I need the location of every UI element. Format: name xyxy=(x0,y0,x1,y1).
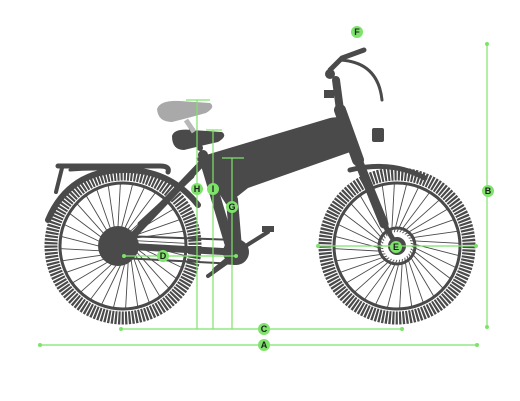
wheel-spoke xyxy=(119,184,133,233)
dimension-badge-g: G xyxy=(226,201,238,213)
dimension-badge-d: D xyxy=(157,250,169,262)
wheel-spoke xyxy=(90,259,121,300)
wheel-spoke xyxy=(399,258,403,308)
label-i: I xyxy=(212,184,215,194)
wheel-spoke xyxy=(135,240,185,244)
wheel-spoke xyxy=(117,184,121,234)
wheel-spoke xyxy=(409,240,459,244)
wheel-spoke xyxy=(402,199,440,234)
wheel-spoke xyxy=(340,255,388,273)
wheel-spoke xyxy=(132,219,180,237)
label-h: H xyxy=(194,184,201,194)
wheel-spoke xyxy=(404,208,448,235)
wheel-spoke xyxy=(354,258,392,293)
main-frame xyxy=(196,117,356,204)
wheel-spoke xyxy=(335,236,384,250)
wheel-spoke xyxy=(346,257,390,284)
dimension-badge-a: A xyxy=(258,339,270,351)
label-b: B xyxy=(485,186,492,196)
wheel-spoke xyxy=(410,242,459,256)
dimension-badge-f: F xyxy=(351,26,363,38)
wheel-spoke xyxy=(409,251,444,289)
wheel-spoke xyxy=(130,257,139,307)
dimension-badge-h: H xyxy=(191,183,203,195)
wheel-spoke xyxy=(107,185,116,235)
wheel-spoke xyxy=(406,219,454,237)
wheel-spoke xyxy=(122,187,145,233)
headlight xyxy=(372,128,384,142)
dimension-badge-e: E xyxy=(390,241,402,253)
wheel-spoke xyxy=(338,224,384,247)
wheel-spoke xyxy=(336,253,386,262)
label-g: G xyxy=(228,202,235,212)
rear-stays xyxy=(119,156,236,256)
handlebar xyxy=(324,47,384,114)
wheel-spoke xyxy=(406,255,424,303)
dimension-lines xyxy=(38,42,489,347)
wheel-spoke xyxy=(136,248,177,279)
label-e: E xyxy=(393,242,399,252)
label-c: C xyxy=(261,324,268,334)
front-fender xyxy=(347,163,428,181)
wheel-spoke xyxy=(393,184,407,233)
saddle xyxy=(172,129,225,150)
wheel-spoke xyxy=(364,259,395,300)
wheel-spoke xyxy=(396,187,419,233)
wheel-spoke xyxy=(408,230,458,239)
wheel-spoke xyxy=(359,195,386,239)
wheel-spoke xyxy=(399,192,430,233)
wheel-spoke xyxy=(135,251,170,289)
dimension-badge-b: B xyxy=(482,185,494,197)
label-f: F xyxy=(354,27,360,37)
bike-silhouette xyxy=(44,47,476,325)
wheel-spoke xyxy=(125,192,156,233)
front-fork xyxy=(334,104,400,249)
wheel-spoke xyxy=(408,253,435,297)
wheel-spoke xyxy=(391,184,395,234)
dimension-badge-i: I xyxy=(207,183,219,195)
label-a: A xyxy=(261,340,268,350)
wheel-spoke xyxy=(404,257,413,307)
wheel-spoke xyxy=(343,213,384,244)
saddle-raised xyxy=(157,100,213,122)
wheel-spoke xyxy=(410,248,451,279)
wheel-spoke xyxy=(387,259,401,308)
dimension-badge-c: C xyxy=(258,323,270,335)
wheel-spoke xyxy=(113,259,127,308)
wheel-spoke xyxy=(375,259,398,305)
wheel-spoke xyxy=(132,255,150,303)
wheel-spoke xyxy=(335,248,385,252)
wheel-spoke xyxy=(350,203,385,241)
rear-hub-motor xyxy=(98,226,138,266)
wheel-spoke xyxy=(134,253,161,297)
wheel-spoke xyxy=(101,259,124,305)
label-d: D xyxy=(160,251,167,261)
seatpost-raised xyxy=(183,118,197,134)
wheel-spoke xyxy=(125,258,129,308)
wheel-spoke xyxy=(410,245,456,268)
